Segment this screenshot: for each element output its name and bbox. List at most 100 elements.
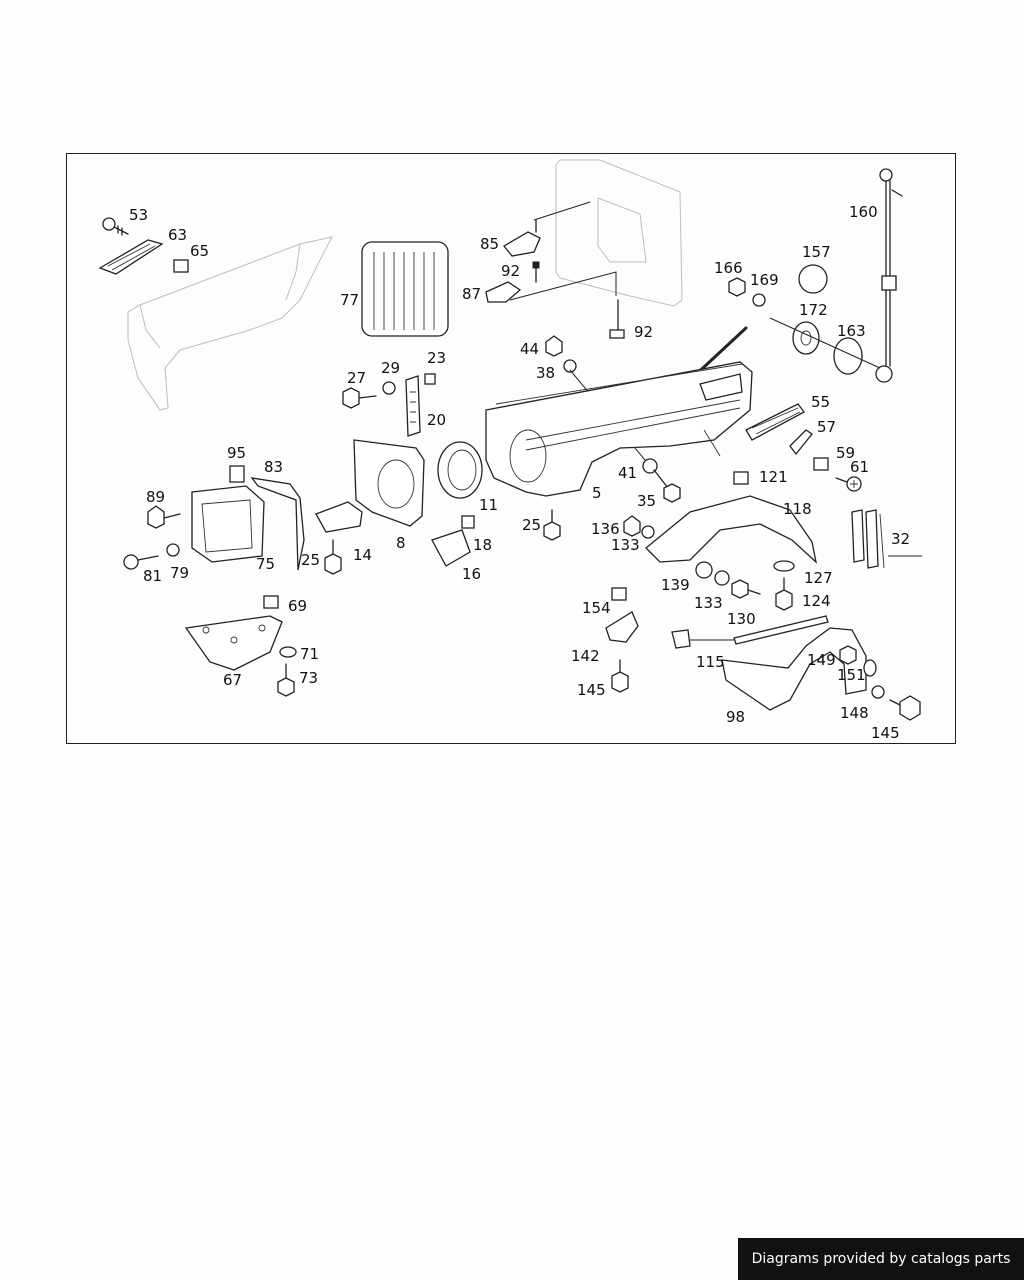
part-32-trim-strips (851, 509, 922, 569)
callout-11: 11 (479, 496, 498, 514)
part-55-vent (745, 403, 805, 441)
callout-8: 8 (396, 534, 406, 552)
callout-92: 92 (634, 323, 653, 341)
part-130-bolt (731, 579, 761, 599)
callout-35: 35 (637, 492, 656, 510)
callout-142: 142 (571, 647, 600, 665)
callout-139: 139 (661, 576, 690, 594)
part-172-grommet (792, 321, 820, 355)
part-145-bolt-b (889, 695, 921, 721)
part-41-washer (642, 458, 658, 474)
footer-credit: Diagrams provided by catalogs parts (738, 1238, 1024, 1280)
callout-5: 5 (592, 484, 602, 502)
part-154-clip (611, 587, 627, 601)
part-98-fender-flare (721, 627, 867, 711)
callout-20: 20 (427, 411, 446, 429)
part-73-screw (277, 663, 295, 697)
callout-79: 79 (170, 564, 189, 582)
part-133-washer-a (641, 525, 655, 539)
callout-44: 44 (520, 340, 539, 358)
part-57-bracket (789, 429, 813, 456)
callout-69: 69 (288, 597, 307, 615)
callout-25: 25 (522, 516, 541, 534)
callout-53: 53 (129, 206, 148, 224)
part-18-clip (461, 515, 475, 529)
part-139-spacer (695, 561, 713, 579)
callout-172: 172 (799, 301, 828, 319)
callout-87: 87 (462, 285, 481, 303)
part-160-antenna (875, 168, 903, 383)
callout-163: 163 (837, 322, 866, 340)
part-20-plate (405, 375, 421, 437)
part-157-cap (798, 264, 828, 294)
part-133-washer-b (714, 570, 730, 586)
diagram-frame (66, 153, 956, 744)
callout-67: 67 (223, 671, 242, 689)
callout-166: 166 (714, 259, 743, 277)
callout-71: 71 (300, 645, 319, 663)
part-121-clip (733, 471, 749, 485)
part-81-screw (123, 554, 159, 570)
callout-41: 41 (618, 464, 637, 482)
ghost-vehicle-outline (127, 236, 333, 411)
part-136-nut (623, 515, 641, 537)
part-83-bracket (250, 477, 305, 571)
part-124-bolt (775, 577, 793, 611)
part-151-spacer (863, 659, 877, 677)
callout-124: 124 (802, 592, 831, 610)
part-44-nut (545, 335, 563, 357)
part-63-trim-strip (98, 239, 164, 275)
callout-labels: 53 63 65 77 85 92 87 92 160 157 166 169 … (129, 203, 910, 742)
part-85-bracket (503, 201, 591, 257)
part-79-washer (166, 543, 180, 557)
callout-121: 121 (759, 468, 788, 486)
callout-61: 61 (850, 458, 869, 476)
part-16-bracket (431, 529, 471, 567)
part-14-bracket (315, 501, 363, 533)
part-166-nut (728, 277, 746, 297)
part-87-bracket (485, 271, 617, 303)
part-5-fender (485, 361, 753, 497)
callout-133: 133 (611, 536, 640, 554)
callout-85: 85 (480, 235, 499, 253)
callout-148: 148 (840, 704, 869, 722)
part-29-washer (382, 381, 396, 395)
part-127-washer (773, 560, 795, 572)
callout-65: 65 (190, 242, 209, 260)
footer-credit-text: Diagrams provided by catalogs parts (751, 1251, 1011, 1267)
part-169-washer (752, 293, 766, 307)
part-92-screw-b (609, 299, 625, 339)
part-163-antenna-base (769, 317, 881, 375)
callout-145: 145 (871, 724, 900, 742)
part-38-washer (563, 359, 577, 373)
part-149-nut (839, 645, 857, 665)
callout-14: 14 (353, 546, 372, 564)
callout-73: 73 (299, 669, 318, 687)
callout-151: 151 (837, 666, 866, 684)
callout-63: 63 (168, 226, 187, 244)
callout-16: 16 (462, 565, 481, 583)
part-67-lower-cover (184, 615, 283, 671)
part-118-wheel-liner (645, 495, 818, 564)
callout-160: 160 (849, 203, 878, 221)
part-75-headlamp-frame (191, 485, 265, 563)
callout-157: 157 (802, 243, 831, 261)
part-61-screw (835, 476, 862, 492)
callout-154: 154 (582, 599, 611, 617)
callout-29: 29 (381, 359, 400, 377)
callout-23: 23 (427, 349, 446, 367)
callout-169: 169 (750, 271, 779, 289)
callout-115: 115 (696, 653, 725, 671)
callout-18: 18 (473, 536, 492, 554)
part-115-trim-rail (671, 615, 829, 649)
callout-75: 75 (256, 555, 275, 573)
callout-59: 59 (836, 444, 855, 462)
callout-32: 32 (891, 530, 910, 548)
callout-81: 81 (143, 567, 162, 585)
callout-27: 27 (347, 369, 366, 387)
callout-145: 145 (577, 681, 606, 699)
callout-38: 38 (536, 364, 555, 382)
callout-95: 95 (227, 444, 246, 462)
part-95-clip (229, 465, 245, 483)
